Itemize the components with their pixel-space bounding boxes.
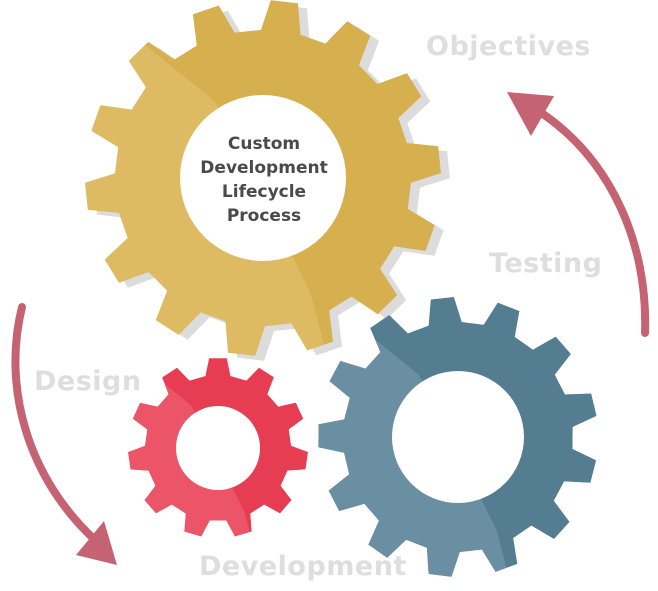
center-title-line: Process [226,206,302,226]
center-title: Custom Development Lifecycle Process [184,132,344,228]
arrow-head-up-icon [507,92,554,136]
stage-label-development: Development [199,551,407,582]
center-title-line: Development [200,158,328,178]
stage-label-testing: Testing [489,248,603,279]
arrow-head-down-icon [76,521,117,565]
red-gear [128,358,308,537]
center-title-line: Lifecycle [221,182,307,202]
curved-arrow-down-icon [11,303,99,544]
curved-arrow-up-icon [536,108,650,337]
stage-label-design: Design [34,366,142,397]
gear-hole [176,406,260,490]
center-title-line: Custom [227,134,301,154]
gear-hole [180,95,346,261]
stage-label-objectives: Objectives [426,31,591,62]
blue-gear [318,297,597,577]
gear-hole [392,371,524,503]
